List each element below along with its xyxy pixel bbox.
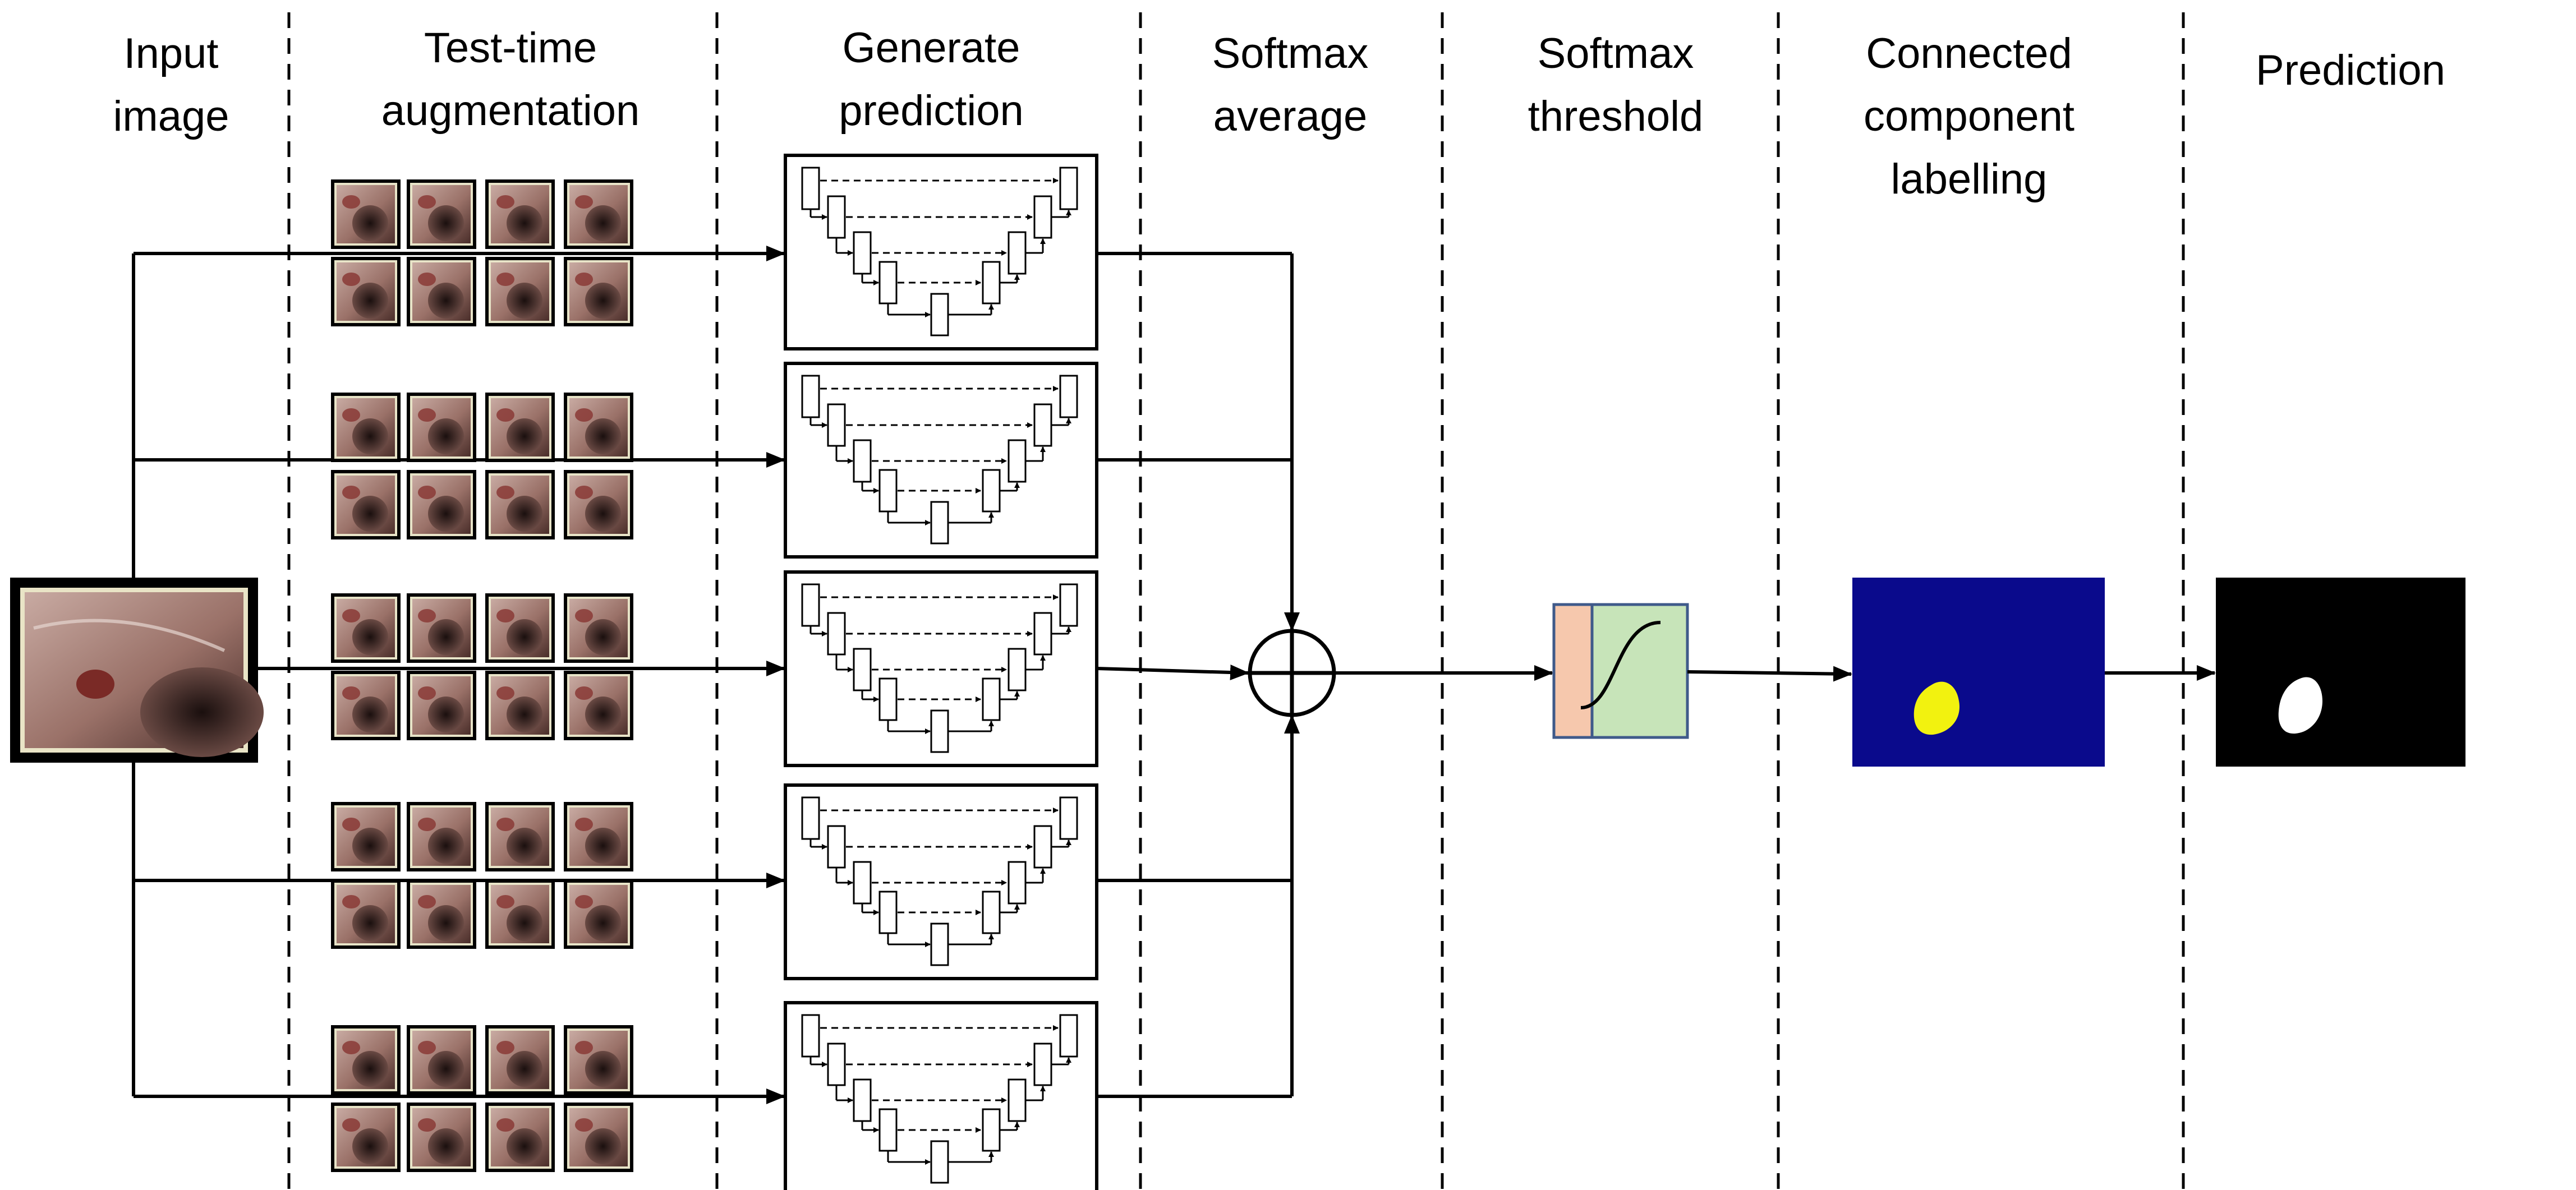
header-prediction: Prediction — [2188, 39, 2513, 102]
header-tta: Test-time augmentation — [314, 17, 707, 142]
header-connected-component-labelling: Connected component labelling — [1784, 22, 2154, 211]
header-ccl-line-2: component — [1863, 93, 2075, 140]
ccl-output-image — [1852, 578, 2105, 767]
header-softmax-avg-line-1: Softmax — [1212, 30, 1369, 77]
augmentation-grid-branch-4 — [331, 802, 633, 949]
prediction-output-image — [2216, 578, 2465, 767]
sum-node-icon — [1248, 629, 1336, 717]
header-input-image-line-1: Input — [123, 30, 219, 77]
unet-icon-branch-1 — [785, 155, 1097, 349]
augmentation-grid-branch-2 — [331, 393, 633, 539]
input-image — [10, 578, 264, 763]
prediction-blob — [2278, 677, 2322, 734]
unet-icon-branch-5 — [785, 1003, 1097, 1190]
header-input-image-line-2: image — [113, 93, 229, 140]
softmax-threshold-block — [1552, 603, 1689, 739]
header-prediction-line-1: Prediction — [2256, 47, 2445, 94]
merge-line-3 — [1096, 665, 1249, 681]
header-generate-line-1: Generate — [842, 24, 1020, 72]
header-ccl-line-1: Connected — [1866, 30, 2072, 77]
augmentation-grid-branch-5 — [331, 1025, 633, 1172]
header-generate-line-2: prediction — [839, 87, 1024, 135]
unet-icon-branch-2 — [785, 363, 1097, 557]
header-tta-line-2: augmentation — [381, 87, 640, 135]
header-softmax-thr-line-1: Softmax — [1537, 30, 1694, 77]
sigmoid-icon — [1580, 621, 1661, 709]
unet-icon-branch-4 — [785, 785, 1097, 979]
threshold-to-ccl-arrow — [1687, 666, 1852, 682]
header-softmax-thr-line-2: threshold — [1528, 93, 1704, 140]
header-ccl-line-3: labelling — [1890, 155, 2048, 203]
header-softmax-average: Softmax average — [1139, 22, 1442, 148]
header-tta-line-1: Test-time — [424, 24, 597, 72]
header-softmax-threshold: Softmax threshold — [1459, 22, 1773, 148]
unet-icon-branch-3 — [785, 572, 1097, 765]
ccl-blob — [1913, 681, 1959, 735]
header-generate-prediction: Generate prediction — [752, 17, 1111, 142]
header-input-image: Input image — [84, 22, 258, 148]
header-softmax-avg-line-2: average — [1213, 93, 1368, 140]
